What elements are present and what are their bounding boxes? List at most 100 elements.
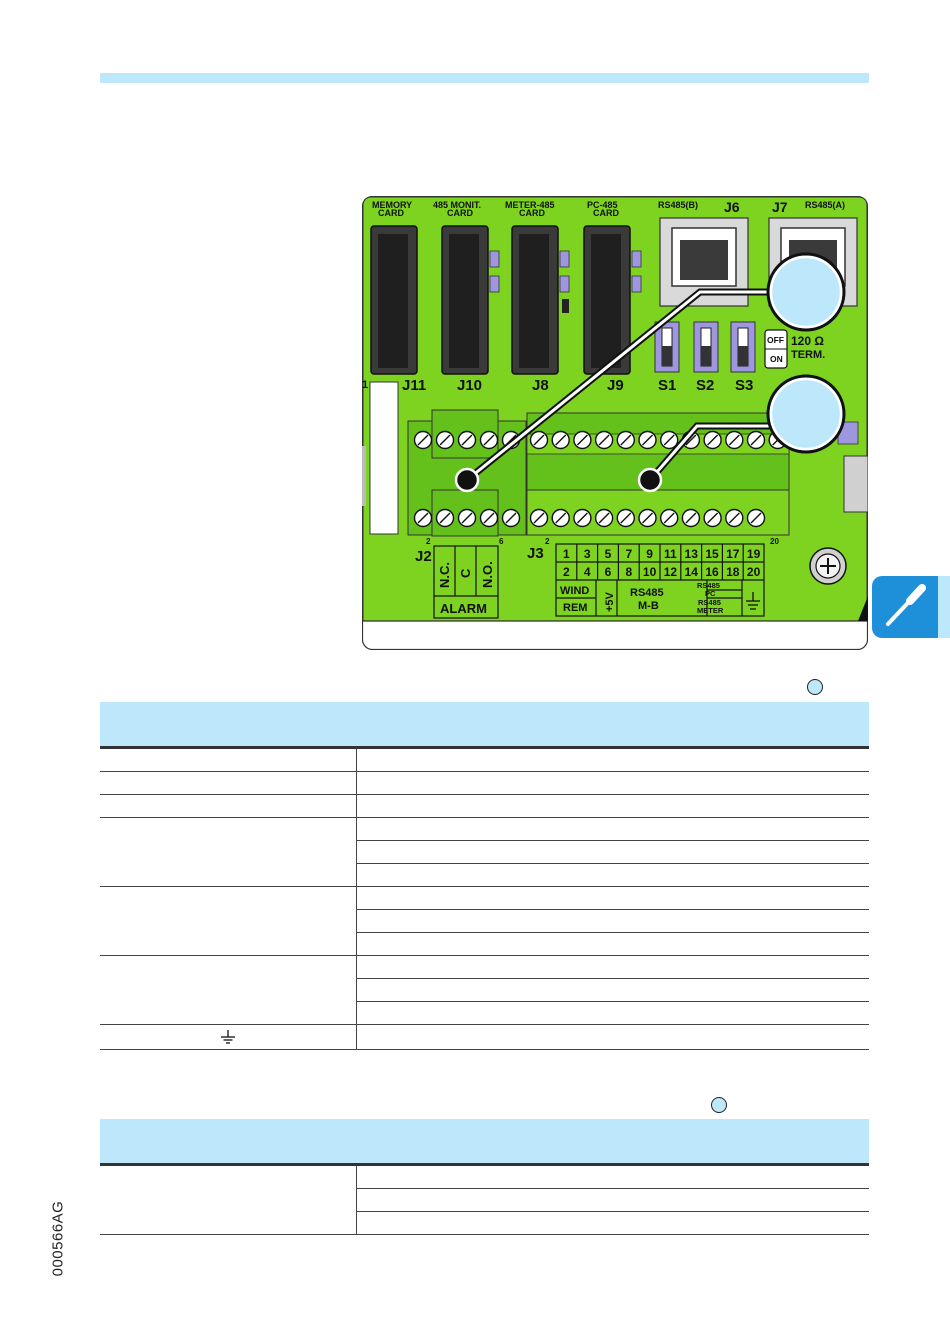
table-row <box>100 1164 869 1235</box>
j3-label-mb: M-B <box>638 600 659 612</box>
j3-pin-end: 20 <box>770 537 779 546</box>
j2-pin-start: 2 <box>426 537 431 546</box>
table-row <box>100 817 869 887</box>
table-row <box>100 978 869 1002</box>
terminal-screw-slot <box>728 512 740 524</box>
screwdriver-icon <box>886 584 926 626</box>
header-accent-bar <box>100 73 869 83</box>
j3-pin-number: 20 <box>747 565 761 579</box>
table-2-header <box>100 1119 869 1166</box>
j3-pin-number: 6 <box>605 565 612 579</box>
svg-text:S1: S1 <box>658 377 676 394</box>
terminal-screw-slot <box>598 512 610 524</box>
j2-label-nc: N.C. <box>437 562 452 588</box>
table-row <box>100 1211 869 1235</box>
j3-pin-number: 19 <box>747 547 761 561</box>
table-row <box>100 932 869 956</box>
j3-label-5v: +5V <box>604 591 616 612</box>
svg-text:J9: J9 <box>607 377 624 394</box>
svg-text:CARD: CARD <box>447 208 473 218</box>
j3-pin-number: 15 <box>705 547 719 561</box>
table-row <box>100 1001 869 1025</box>
table-row <box>100 955 869 1025</box>
j3-label-rs485-pc: RS485 <box>697 581 720 590</box>
svg-text:OFF: OFF <box>767 335 784 345</box>
table-row <box>100 909 869 933</box>
terminal-screw-slot <box>533 434 545 446</box>
svg-text:J2: J2 <box>415 548 432 565</box>
j3-label-rem: REM <box>563 602 587 614</box>
j3-pin-number: 16 <box>705 565 719 579</box>
svg-text:PC-485: PC-485 <box>587 200 618 210</box>
terminal-screw-slot <box>439 512 451 524</box>
j3-label-pc: PC <box>705 589 716 598</box>
svg-text:METER-485: METER-485 <box>505 200 555 210</box>
j3-label-rs485-meter: RS485 <box>698 598 721 607</box>
j3-pin-number: 11 <box>664 547 677 561</box>
terminal-screw-slot <box>663 434 675 446</box>
svg-text:J3: J3 <box>527 545 544 562</box>
section-tab[interactable] <box>872 576 938 638</box>
callout-marker-2 <box>711 1097 727 1113</box>
j3-pin-number: 17 <box>726 547 740 561</box>
terminal-screw-slot <box>417 512 429 524</box>
terminal-screw-slot <box>483 434 495 446</box>
j3-pin-number: 12 <box>664 565 678 579</box>
j3-pin-number: 13 <box>685 547 699 561</box>
svg-text:1: 1 <box>362 379 368 391</box>
svg-text:TERM.: TERM. <box>791 349 825 361</box>
terminal-screw-slot <box>642 512 653 524</box>
terminal-screw-slot <box>576 434 588 446</box>
terminal-screw-slot <box>728 434 740 446</box>
j3-pin-number: 18 <box>726 565 740 579</box>
slot-label-memory-line2: CARD <box>378 208 404 218</box>
terminal-screw-slot <box>620 512 632 524</box>
table-row <box>100 771 869 795</box>
terminal-screw-slot <box>505 512 517 524</box>
j3-pin-start: 2 <box>545 537 550 546</box>
terminal-screw-slot <box>461 512 473 524</box>
table-row <box>100 840 869 864</box>
ground-icon <box>220 1030 235 1044</box>
j2-pin-end: 6 <box>499 537 504 546</box>
terminal-screw-slot <box>576 512 588 524</box>
j3-pin-number: 9 <box>646 547 653 561</box>
j3-pin-number: 3 <box>584 547 591 561</box>
j3-label-wind: WIND <box>560 585 589 597</box>
svg-text:J8: J8 <box>532 377 549 394</box>
terminal-screw-slot <box>663 512 675 524</box>
terminal-screw-slot <box>707 434 719 446</box>
terminal-screw-slot <box>533 512 545 524</box>
svg-text:J10: J10 <box>457 377 482 394</box>
terminal-screw-slot <box>439 434 451 446</box>
callout-marker-1 <box>807 679 823 695</box>
terminal-screw-slot <box>750 512 762 524</box>
j3-pin-number: 7 <box>625 547 632 561</box>
document-code: 000566AG <box>49 1200 67 1277</box>
j3-pin-number: 14 <box>685 565 699 579</box>
terminal-screw-slot <box>620 434 632 446</box>
svg-text:485 MONIT.: 485 MONIT. <box>433 200 481 210</box>
terminal-table-1 <box>100 702 869 1050</box>
j3-pin-number: 4 <box>584 565 591 579</box>
svg-text:CARD: CARD <box>593 208 619 218</box>
j3-pin-number: 2 <box>563 565 570 579</box>
table-row <box>100 747 869 772</box>
table-row <box>100 886 869 956</box>
svg-text:S3: S3 <box>735 377 753 394</box>
terminal-screw-slot <box>555 512 567 524</box>
svg-text:J7: J7 <box>772 199 788 215</box>
svg-text:S2: S2 <box>696 377 714 394</box>
terminal-screw-slot <box>483 512 495 524</box>
terminal-screw-slot <box>642 434 653 446</box>
ground-icon <box>746 592 760 610</box>
terminal-screw-slot <box>417 434 429 446</box>
j3-pin-number: 1 <box>563 547 570 561</box>
table-row <box>100 794 869 818</box>
terminal-screw-slot <box>685 512 697 524</box>
terminal-screw-slot <box>461 434 473 446</box>
j2-label-no: N.O. <box>480 561 495 588</box>
port-label-b: RS485(B) <box>658 200 698 210</box>
j2-group-label: ALARM <box>440 601 487 616</box>
j3-pin-number: 10 <box>643 565 657 579</box>
